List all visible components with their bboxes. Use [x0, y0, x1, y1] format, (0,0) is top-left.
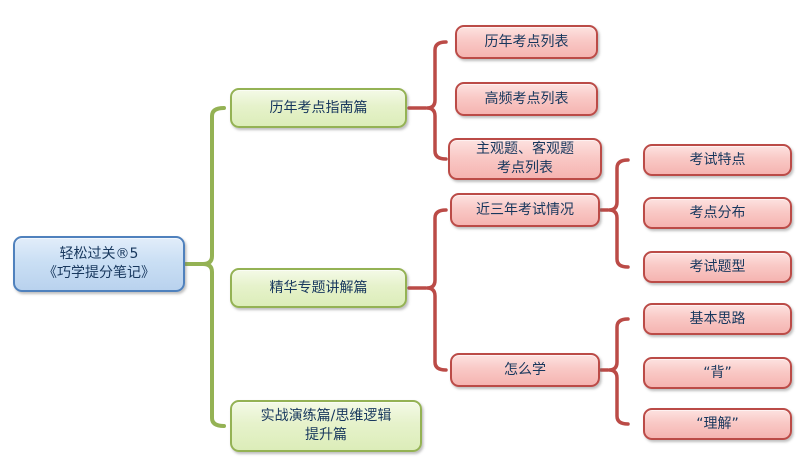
- leaf-node-points-distribution: 考点分布: [643, 197, 792, 229]
- branch-node-practice-logic: 实战演练篇/思维逻辑 提升篇: [230, 400, 422, 452]
- leaf-node-basic-approach: 基本思路: [643, 303, 792, 335]
- brace-root-to-branches: [202, 106, 226, 428]
- brace-how-to-learn-to-leaves: [608, 317, 630, 426]
- leaf-node-understand: “理解”: [643, 408, 792, 440]
- brace-branch1-to-leaves: [426, 40, 448, 161]
- brace-branch2-to-subnodes: [426, 208, 448, 372]
- branch-node-topics-explanation: 精华专题讲解篇: [230, 268, 407, 308]
- branch-node-exam-points-guide: 历年考点指南篇: [230, 88, 407, 128]
- leaf-node-memorize: “背”: [643, 357, 792, 389]
- brace-recent-exams-to-leaves: [608, 158, 630, 269]
- leaf-node-question-types: 考试题型: [643, 251, 792, 283]
- node-how-to-learn: 怎么学: [450, 353, 600, 387]
- leaf-node-exam-features: 考试特点: [643, 144, 792, 176]
- leaf-node-past-points-list: 历年考点列表: [455, 25, 598, 59]
- root-node: 轻松过关®5 《巧学提分笔记》: [13, 236, 185, 292]
- leaf-node-subjective-objective-list: 主观题、客观题 考点列表: [448, 138, 602, 180]
- leaf-node-high-frequency-list: 高频考点列表: [455, 82, 598, 116]
- node-recent-exam-situation: 近三年考试情况: [450, 193, 600, 227]
